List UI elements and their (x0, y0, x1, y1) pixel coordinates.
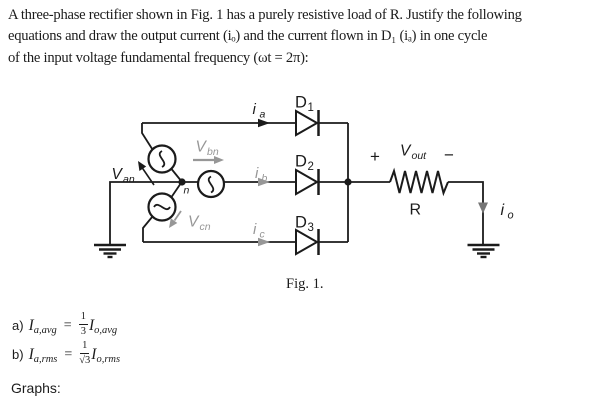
ground-icon-left (94, 243, 126, 259)
equation-a-equals: = (63, 317, 72, 333)
phase-a-source (147, 144, 177, 174)
phase-c-source (147, 192, 177, 222)
equation-a-numerator: 1 (78, 311, 88, 325)
d1-label-sub: 1 (308, 102, 314, 114)
equation-b: b) I a,rms = 1 √3 I o,rms (12, 340, 122, 367)
equation-b-prefix: b) (12, 347, 24, 362)
vcn-direction-arrow-icon (169, 210, 182, 228)
d1-label: D (295, 94, 307, 112)
diode-d3-symbol (295, 228, 320, 256)
wire-phase-a (141, 122, 348, 150)
problem-statement-line-2: equations and draw the output current (i… (8, 28, 488, 45)
resistor-label: R (410, 202, 422, 219)
vcn-label: V (188, 214, 200, 231)
wire-output (348, 181, 484, 244)
sine-icon (158, 150, 166, 168)
equation-a: a) I a,avg = 1 3 I o,avg (12, 311, 119, 338)
wire-neutral-to-ground (109, 181, 182, 244)
current-io-arrow-icon (478, 202, 488, 214)
van-label-sub: an (123, 174, 135, 186)
equation-b-lhs: I (28, 345, 34, 363)
sine-icon (207, 175, 215, 194)
vout-label: V (400, 143, 412, 160)
equation-a-lhs: I (28, 316, 34, 334)
diode-d1-symbol (295, 109, 320, 137)
vbn-label: V (196, 139, 208, 156)
equation-b-rhs-sub: o,rms (96, 353, 121, 365)
problem-statement-line-3: of the input voltage fundamental frequen… (8, 49, 309, 66)
phase-b-source (196, 169, 226, 199)
current-io-label-sub: o (508, 210, 514, 222)
figure-caption: Fig. 1. (286, 276, 324, 292)
sine-icon (153, 203, 171, 211)
graphs-label: Graphs: (11, 380, 61, 396)
circuit-labels: V an V bn V cn n i a i b i c D 1 D 2 D 3… (112, 94, 514, 241)
equation-b-equals: = (64, 346, 73, 362)
van-label: V (112, 166, 124, 183)
vout-label-sub: out (412, 150, 428, 162)
current-ia-label: i (253, 101, 257, 118)
wire-source-node-links (170, 168, 181, 198)
current-ia-label-sub: a (260, 109, 266, 121)
equation-a-lhs-sub: a,avg (33, 324, 57, 336)
equation-b-rhs: I (91, 345, 97, 363)
ground-icon-right (467, 243, 500, 259)
d2-label-sub: 2 (308, 161, 314, 173)
vbn-label-sub: bn (207, 146, 219, 158)
d3-label-sub: 3 (308, 222, 314, 234)
equation-b-numerator: 1 (80, 340, 90, 354)
current-ic-arrow-icon (258, 237, 270, 247)
equation-a-prefix: a) (12, 318, 24, 333)
rectifier-circuit-diagram: V an V bn V cn n i a i b i c D 1 D 2 D 3… (94, 94, 514, 259)
equation-a-rhs-sub: o,avg (94, 324, 118, 336)
equation-b-fraction: 1 √3 (79, 340, 91, 366)
van-direction-arrow-icon (138, 161, 155, 186)
problem-statement: A three-phase rectifier shown in Fig. 1 … (8, 5, 612, 69)
current-ib-label-sub: b (262, 173, 268, 185)
vbn-direction-arrow-icon (193, 156, 224, 164)
bus-junction-dot (344, 178, 352, 186)
equation-a-fraction: 1 3 (78, 311, 88, 337)
neutral-node-dot (178, 178, 186, 186)
current-ib-arrow-icon (258, 177, 270, 187)
equation-a-rhs: I (88, 316, 95, 334)
problem-statement-line-1: A three-phase rectifier shown in Fig. 1 … (8, 7, 522, 23)
current-ic-label-sub: c (260, 229, 266, 241)
vcn-label-sub: cn (200, 221, 211, 233)
current-ib-label: i (255, 165, 259, 182)
vout-minus-sign: − (444, 146, 454, 165)
equation-b-lhs-sub: a,rms (33, 353, 58, 365)
diode-d2-symbol (295, 168, 320, 196)
d3-label: D (295, 214, 307, 232)
neutral-node-label: n (184, 185, 190, 197)
diodes (295, 109, 320, 256)
ac-sources (147, 144, 226, 222)
equation-a-denominator: 3 (80, 325, 86, 337)
wire-phase-c (142, 215, 348, 243)
current-ic-label: i (253, 221, 257, 238)
equation-b-denominator: √3 (79, 354, 91, 366)
current-ia-arrow-icon (258, 118, 270, 128)
vout-plus-sign: + (370, 147, 380, 166)
current-io-label: i (501, 202, 505, 219)
resistor-symbol (389, 167, 449, 197)
d2-label: D (295, 153, 307, 171)
